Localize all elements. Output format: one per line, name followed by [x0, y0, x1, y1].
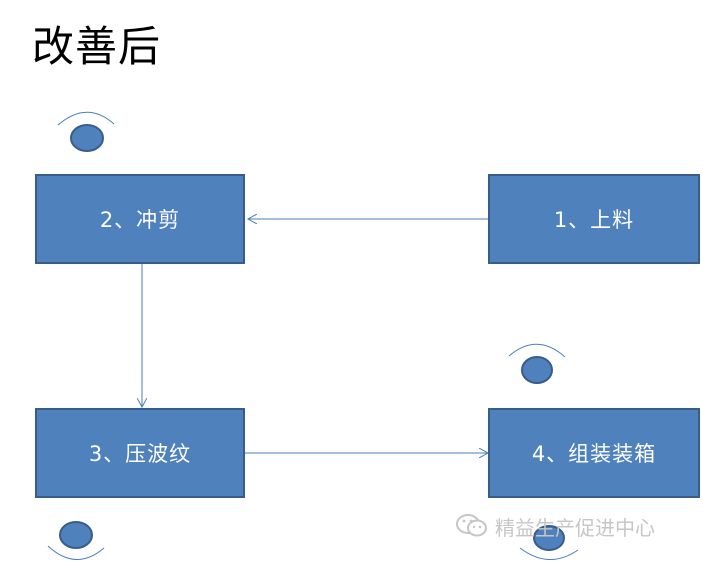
- process-step-loading: 1、上料: [488, 174, 700, 264]
- process-step-assembly-boxing: 4、组装装箱: [488, 408, 700, 498]
- operator-icon: [47, 521, 105, 560]
- wechat-icon: [456, 514, 487, 537]
- process-step-corrugating: 3、压波纹: [35, 408, 245, 498]
- watermark-text: 精益生产促进中心: [495, 515, 655, 540]
- page-title: 改善后: [32, 22, 162, 71]
- operator-icon: [57, 111, 115, 152]
- operator-icon: [508, 343, 566, 384]
- operator-icon: [519, 525, 579, 560]
- process-step-punching: 2、冲剪: [35, 174, 245, 264]
- watermark: 精益生产促进中心: [455, 512, 655, 540]
